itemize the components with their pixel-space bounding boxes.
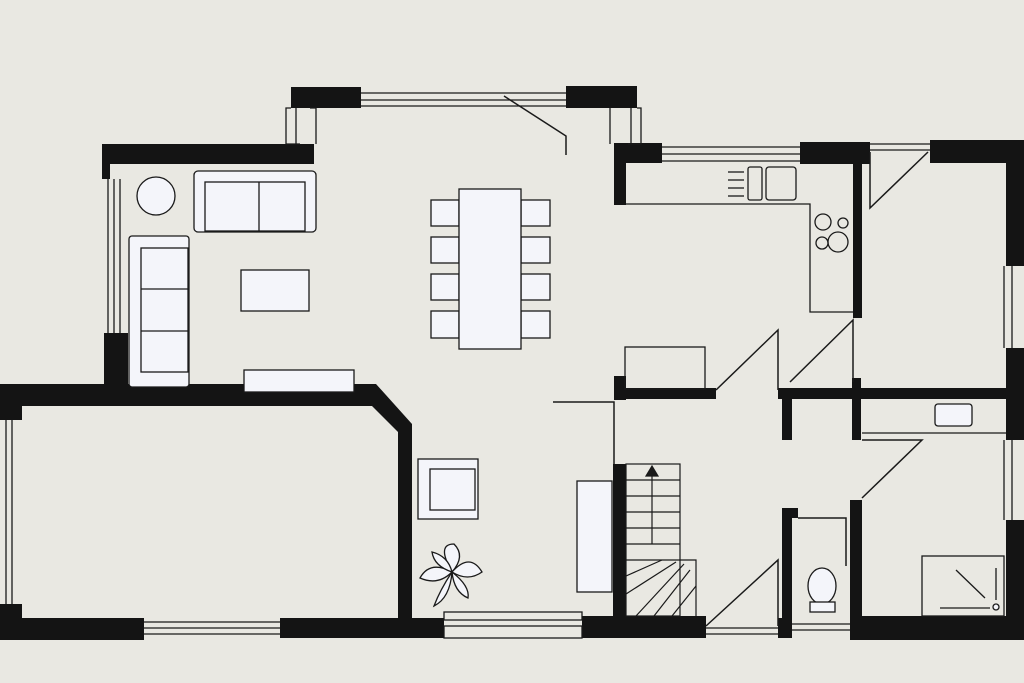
right-wall-low <box>1006 520 1024 640</box>
hob-ring <box>814 213 832 231</box>
sofa-top <box>193 170 317 233</box>
stairs-left-wall <box>613 464 626 636</box>
stairs <box>625 463 697 617</box>
kitchen-top-wall-mid <box>800 142 870 164</box>
toilet-door <box>798 517 847 566</box>
round-side-table <box>136 176 176 216</box>
bottom-wall-3 <box>582 616 706 638</box>
toilet-left-wall <box>782 508 792 638</box>
dining-chair <box>430 310 460 339</box>
dining-chair <box>520 199 551 227</box>
toilet-top-pier <box>782 508 798 518</box>
toilet-right-wall <box>850 500 862 638</box>
hall-top-wall <box>614 388 716 399</box>
sink <box>765 166 797 201</box>
garage-right-wall <box>398 424 412 634</box>
toilet-bowl <box>807 567 837 605</box>
bay-wall-right <box>566 86 637 108</box>
kitchen-door <box>715 328 779 391</box>
storage-top-wall <box>778 388 1008 399</box>
dining-table <box>458 188 522 350</box>
bay-door <box>503 95 567 155</box>
windows <box>5 92 1013 639</box>
sofa-left <box>128 235 190 388</box>
bottom-wall-5 <box>850 616 1024 640</box>
dining-chair <box>430 199 460 227</box>
kitchen-right-wall <box>853 160 862 318</box>
top-right-door <box>869 151 929 210</box>
plant-icon <box>419 543 483 608</box>
hall-top-pier <box>614 376 626 400</box>
bath-door <box>861 439 924 499</box>
utility-bath-wall <box>852 378 861 440</box>
garage-corner-wall <box>364 384 412 432</box>
front-hall-door <box>705 558 779 627</box>
shower <box>921 555 1005 617</box>
dining-chair <box>430 236 460 264</box>
dining-chair <box>520 273 551 301</box>
sink-drainer <box>747 166 763 201</box>
hall-door <box>553 401 615 464</box>
walls <box>0 86 1024 640</box>
hall-cupboard <box>624 346 706 390</box>
hall-furniture <box>417 346 1006 617</box>
garage-left-corner <box>0 384 22 420</box>
tv-bench <box>243 369 355 393</box>
coffee-table <box>240 269 310 312</box>
dining-chair <box>430 273 460 301</box>
living-furniture <box>128 170 355 393</box>
living-left-wall-top <box>102 144 110 179</box>
right-top-wall <box>930 140 1024 163</box>
dining-chair <box>520 310 551 339</box>
bottom-wall-1 <box>0 618 144 640</box>
right-wall-mid <box>1006 348 1024 440</box>
storage-left-pier <box>782 388 792 440</box>
bay-wall-left <box>291 87 361 108</box>
utility-door <box>789 318 854 383</box>
hall-cabinet <box>576 480 613 593</box>
kitchen-left-pier <box>614 143 626 205</box>
doors <box>503 95 929 627</box>
kitchen-counter <box>626 166 853 313</box>
right-wall-top <box>1006 140 1024 266</box>
dining-set <box>430 188 551 350</box>
dining-chair <box>520 236 551 264</box>
washbasin <box>934 403 973 427</box>
bottom-wall-2 <box>280 618 444 638</box>
living-top-wall <box>102 144 314 164</box>
